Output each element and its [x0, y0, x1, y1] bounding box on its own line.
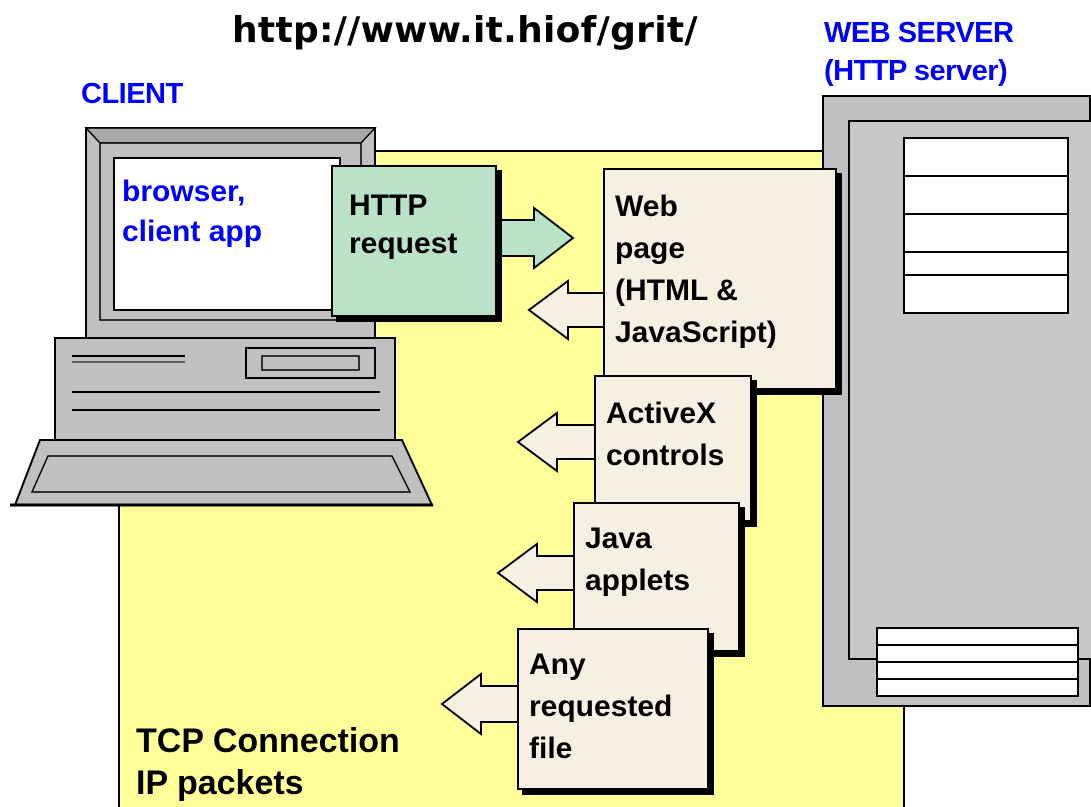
web-server-label: WEB SERVER (HTTP server) [824, 14, 1014, 90]
screen-text-line: client app [122, 215, 263, 248]
monitor-icon [84, 127, 377, 339]
document-line: Any [529, 648, 586, 681]
document-line: requested [529, 690, 673, 723]
url-title: http://www.it.hiof/grit/ [232, 10, 698, 51]
request-arrow-icon [496, 205, 575, 271]
keyboard-icon [10, 439, 434, 507]
client-label: CLIENT [81, 78, 183, 110]
requested-file-document: Any requested file [517, 628, 709, 790]
document-line: applets [585, 564, 691, 597]
computer-base-icon [54, 337, 396, 441]
activex-arrow-icon [516, 411, 597, 473]
applet-arrow-icon [496, 542, 578, 604]
file-arrow-icon [440, 671, 520, 737]
document-line: JavaScript) [615, 316, 777, 349]
tcp-label-line: TCP Connection [136, 722, 400, 760]
server-label-line: WEB SERVER [824, 17, 1014, 49]
document-line: file [529, 732, 573, 765]
http-request-box: HTTP request [331, 165, 497, 317]
document-line: ActiveX [606, 397, 717, 430]
server-drive-bay [903, 137, 1069, 177]
response-arrow-icon [527, 279, 606, 341]
document-line: controls [606, 439, 725, 472]
server-drive-bay [903, 274, 1069, 314]
document-line: (HTML & [615, 274, 738, 307]
client-screen-text: browser, client app [122, 172, 262, 252]
web-page-document: Web page (HTML & JavaScript) [603, 168, 837, 390]
document-line: page [615, 232, 686, 265]
request-line: request [349, 227, 458, 260]
document-line: Web [615, 190, 678, 223]
request-line: HTTP [349, 189, 428, 222]
server-drive-bay [903, 213, 1069, 253]
activex-document: ActiveX controls [594, 375, 752, 522]
server-label-line: (HTTP server) [824, 55, 1008, 87]
document-line: Java [585, 522, 652, 555]
tcp-connection-label: TCP Connection IP packets [136, 720, 400, 804]
tcp-label-line: IP packets [136, 764, 304, 802]
server-foot [876, 678, 1079, 697]
screen-text-line: browser, [122, 175, 246, 208]
